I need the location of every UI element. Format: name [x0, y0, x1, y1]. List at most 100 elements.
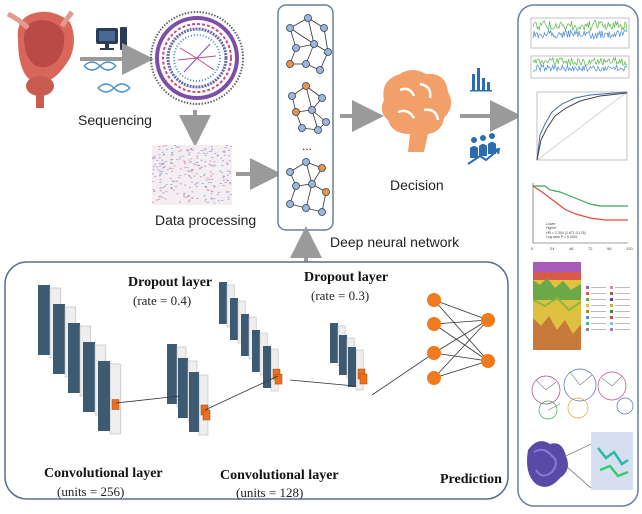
heatmap-cell	[165, 149, 168, 151]
heatmap-cell	[213, 198, 216, 200]
dna-icon	[83, 61, 131, 93]
legend-swatch	[610, 304, 613, 307]
heatmap-cell	[201, 183, 204, 184]
heatmap-cell	[204, 198, 207, 200]
heatmap-cell	[224, 182, 227, 183]
conv-filter-shadow	[230, 298, 238, 340]
heatmap-cell	[171, 163, 174, 165]
heatmap-cell	[194, 164, 197, 166]
heatmap-cell	[172, 180, 174, 182]
prediction-label: Prediction	[440, 472, 502, 487]
results-panel	[517, 4, 639, 507]
heatmap-cell	[203, 195, 206, 197]
heatmap-cell	[229, 194, 232, 196]
heatmap-cell	[205, 179, 208, 181]
heatmap-cell	[186, 150, 189, 152]
heatmap-cell	[161, 197, 164, 199]
network-node	[298, 124, 306, 132]
dense-node	[427, 346, 441, 360]
heatmap-cell	[161, 170, 164, 172]
heatmap-cell	[192, 197, 194, 199]
heatmap-cell	[177, 146, 180, 148]
heatmap-cell	[204, 161, 207, 163]
heatmap-cell	[204, 154, 207, 156]
km-stat-hr: HR = 2.304 (1.671-3.176)	[546, 231, 586, 235]
heatmap-cell	[188, 161, 191, 163]
heatmap-cell	[226, 170, 229, 172]
dense-edge	[433, 319, 489, 379]
feature-patch	[359, 373, 368, 385]
heatmap-cell	[204, 165, 207, 167]
network-node	[314, 126, 322, 134]
conv-filter-front	[189, 372, 199, 432]
heatmap-cell	[176, 180, 179, 182]
network-node	[318, 208, 326, 216]
heatmap-cell	[158, 198, 161, 200]
heatmap-cell	[158, 157, 161, 159]
legend-swatch	[610, 328, 613, 331]
heatmap-cell	[179, 183, 182, 185]
layer-connector	[204, 375, 279, 411]
heatmap-cell	[188, 154, 191, 156]
legend-swatch	[610, 286, 613, 289]
cnn-panel	[4, 261, 509, 500]
dense-node	[481, 313, 495, 327]
dropout1-title: Dropout layer	[128, 275, 212, 290]
dropout2-title: Dropout layer	[304, 270, 388, 285]
heatmap-cell	[195, 182, 198, 184]
heatmap-cell	[171, 168, 174, 170]
cell-interaction-networks	[531, 368, 634, 420]
heatmap-cell	[223, 175, 225, 177]
heatmap-cell	[209, 171, 212, 173]
heatmap-cell	[190, 169, 193, 171]
legend-swatch	[610, 322, 613, 325]
km-legend-higher: Higher	[546, 226, 557, 230]
heatmap-cell	[193, 175, 196, 177]
heatmap-cell	[200, 150, 203, 151]
heatmap-cell	[186, 149, 189, 151]
series-line	[532, 63, 628, 73]
heatmap-cell	[158, 149, 161, 150]
heatmap-cell	[156, 159, 159, 161]
heatmap-cell	[152, 180, 155, 182]
heatmap-cell	[165, 145, 167, 147]
heatmap-cell	[205, 152, 208, 154]
network-edge	[305, 85, 313, 111]
dense-edge	[433, 352, 489, 362]
dense-edge	[433, 323, 489, 362]
heatmap-cell	[203, 175, 206, 176]
heatmap-cell	[165, 184, 168, 186]
heatmap-cell	[158, 196, 161, 197]
heatmap-cell	[227, 196, 230, 198]
km-stat-p: Log-rank P < 0.0001	[546, 235, 578, 239]
network-edge	[289, 27, 315, 45]
heatmap-cell	[183, 192, 186, 194]
roc-curve	[536, 91, 628, 161]
km-xtick: 0	[531, 246, 534, 251]
heatmap-cell	[179, 156, 182, 158]
heatmap-cell	[207, 189, 210, 191]
heatmap-cell	[201, 166, 204, 168]
heatmap-cell	[170, 187, 173, 189]
heatmap-cell	[220, 157, 223, 159]
heatmap-cell	[221, 200, 224, 201]
heatmap-cell	[223, 151, 226, 153]
heatmap-cell	[210, 197, 213, 199]
heatmap-cell	[169, 177, 172, 179]
conv-filter-shadow	[252, 330, 260, 372]
heatmap-cell	[194, 184, 197, 186]
heatmap-cell	[187, 170, 190, 172]
network-node	[318, 164, 326, 172]
dnn-label: Deep neural network	[330, 234, 460, 250]
heatmap-cell	[226, 162, 228, 164]
expression-heatmap	[152, 145, 232, 205]
network-node	[324, 48, 332, 56]
conv2-title: Convolutional layer	[220, 468, 339, 483]
heatmap-cell	[223, 150, 226, 152]
heatmap-cell	[204, 148, 207, 150]
heatmap-cell	[158, 146, 161, 148]
conv-filter-shadow	[53, 304, 65, 374]
heatmap-cell	[190, 161, 192, 163]
legend-swatch	[610, 298, 613, 301]
heatmap-cell	[191, 191, 194, 193]
